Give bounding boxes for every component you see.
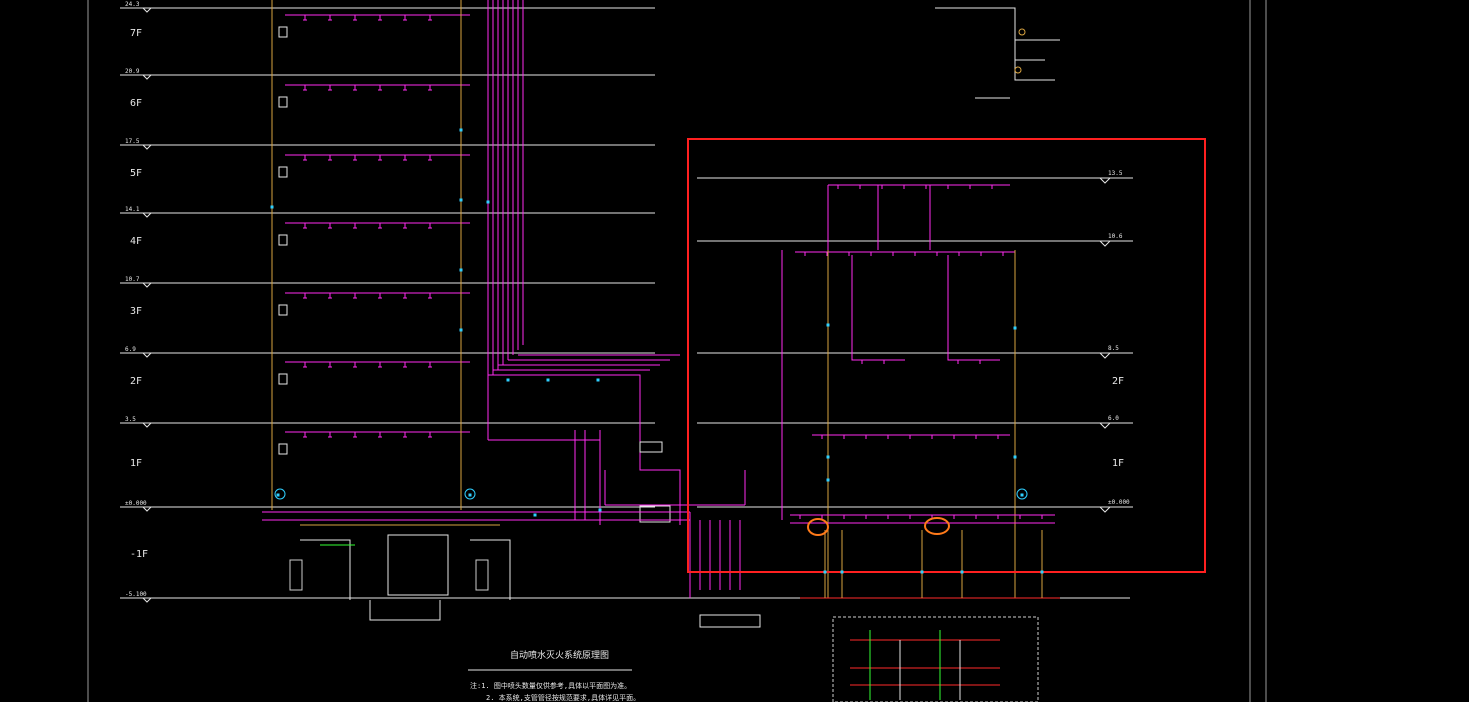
elevation-label: ±0.000 <box>125 500 147 507</box>
valve-symbol <box>459 128 463 132</box>
note-1: 注:1. 图中喷头数量仅供参考,具体以平面图为准。 <box>470 681 631 690</box>
flow-switch <box>278 234 288 246</box>
elevation-marker <box>1098 177 1112 184</box>
valve-symbol <box>826 323 830 327</box>
elevation-label: 17.5 <box>125 138 140 145</box>
valve-symbol <box>459 328 463 332</box>
valve-symbols <box>270 128 1044 574</box>
valve-symbol <box>533 513 537 517</box>
valve-symbol <box>506 378 510 382</box>
valve-symbol <box>1013 326 1017 330</box>
valve-symbol <box>486 200 490 204</box>
elevation-label: -5.100 <box>125 591 147 598</box>
floor-label: 6F <box>130 98 142 109</box>
valve-symbol <box>1013 455 1017 459</box>
elevation-label: 3.5 <box>125 416 136 423</box>
floor-label: 7F <box>130 28 142 39</box>
valve-symbol <box>920 570 924 574</box>
note-2: 2. 本系统,支管管径按规范要求,具体详见平面。 <box>486 693 640 702</box>
valve-symbol <box>459 198 463 202</box>
elevation-label: 20.9 <box>125 68 140 75</box>
detail-drawing-bottom <box>832 616 1039 702</box>
markup-circles <box>807 517 950 536</box>
right-floor-lines <box>697 177 1133 513</box>
elevation-marker <box>141 422 153 428</box>
valve-symbol <box>840 570 844 574</box>
elevation-marker <box>141 144 153 150</box>
elevation-marker <box>141 74 153 80</box>
floor-lines <box>120 7 655 603</box>
elevation-marker <box>141 282 153 288</box>
floor-label: 3F <box>130 306 142 317</box>
diagram-title: 自动喷水灭火系统原理图 <box>510 649 609 661</box>
flow-switch <box>278 166 288 178</box>
elevation-label: 6.9 <box>125 346 136 353</box>
alarm-valve-symbol <box>1016 488 1028 500</box>
right-sprinkler-system <box>781 184 1060 599</box>
elevation-label: 24.3 <box>125 1 140 8</box>
valve-symbol <box>960 570 964 574</box>
elevation-label: 10.7 <box>125 276 140 283</box>
valve-symbol <box>596 378 600 382</box>
elevation-marker <box>1098 352 1112 359</box>
valve-symbol <box>1040 570 1044 574</box>
floor-label: -1F <box>130 549 148 560</box>
elevation-label: 6.0 <box>1108 415 1119 422</box>
elevation-label: 10.6 <box>1108 233 1123 240</box>
elevation-marker <box>1098 240 1112 247</box>
flow-switch <box>278 373 288 385</box>
valve-symbol <box>1020 493 1024 497</box>
risers <box>271 0 746 525</box>
elevation-marker <box>141 212 153 218</box>
alarm-valve-symbol <box>274 488 286 500</box>
elevation-marker <box>141 7 153 13</box>
valve-symbol <box>546 378 550 382</box>
elevation-marker <box>141 597 153 603</box>
floor-label: 4F <box>130 236 142 247</box>
alarm-valve-symbol <box>464 488 476 500</box>
floor-label: 2F <box>1112 376 1124 387</box>
floor-label: 2F <box>130 376 142 387</box>
floor-label: 1F <box>130 458 142 469</box>
floor-labels: 24.3 7F 20.9 6F 17.5 5F 14.1 4F 10.7 3F 6.9 2F 3.5 1F… <box>125 1 148 598</box>
elevation-marker <box>1098 422 1112 429</box>
valve-symbol <box>276 493 280 497</box>
flow-switch <box>278 26 288 38</box>
elevation-label: 13.5 <box>1108 170 1123 177</box>
valve-symbol <box>823 570 827 574</box>
valve-symbol <box>468 493 472 497</box>
valve-symbol <box>826 455 830 459</box>
valve-symbol <box>826 478 830 482</box>
valve-symbol <box>270 205 274 209</box>
elevation-marker <box>141 352 153 358</box>
elevation-label: 14.1 <box>125 206 140 213</box>
floor-label: 5F <box>130 168 142 179</box>
flow-switch <box>278 304 288 316</box>
valve-symbol <box>459 268 463 272</box>
elevation-label: 8.5 <box>1108 345 1119 352</box>
detail-drawing-top <box>935 7 1060 99</box>
review-highlight-box <box>687 138 1206 573</box>
floor-label: 1F <box>1112 458 1124 469</box>
valve-symbol <box>598 508 602 512</box>
elevation-marker <box>1098 506 1112 513</box>
flow-switch <box>278 443 288 455</box>
elevation-marker <box>141 506 153 512</box>
drawing-frame <box>87 0 1267 702</box>
elevation-label: ±0.000 <box>1108 499 1130 506</box>
flow-switch <box>278 96 288 108</box>
sprinkler-branches <box>278 14 1043 519</box>
right-floor-labels: 13.5 10.6 8.5 6.0 2F ±0.000 1F <box>1108 170 1130 506</box>
